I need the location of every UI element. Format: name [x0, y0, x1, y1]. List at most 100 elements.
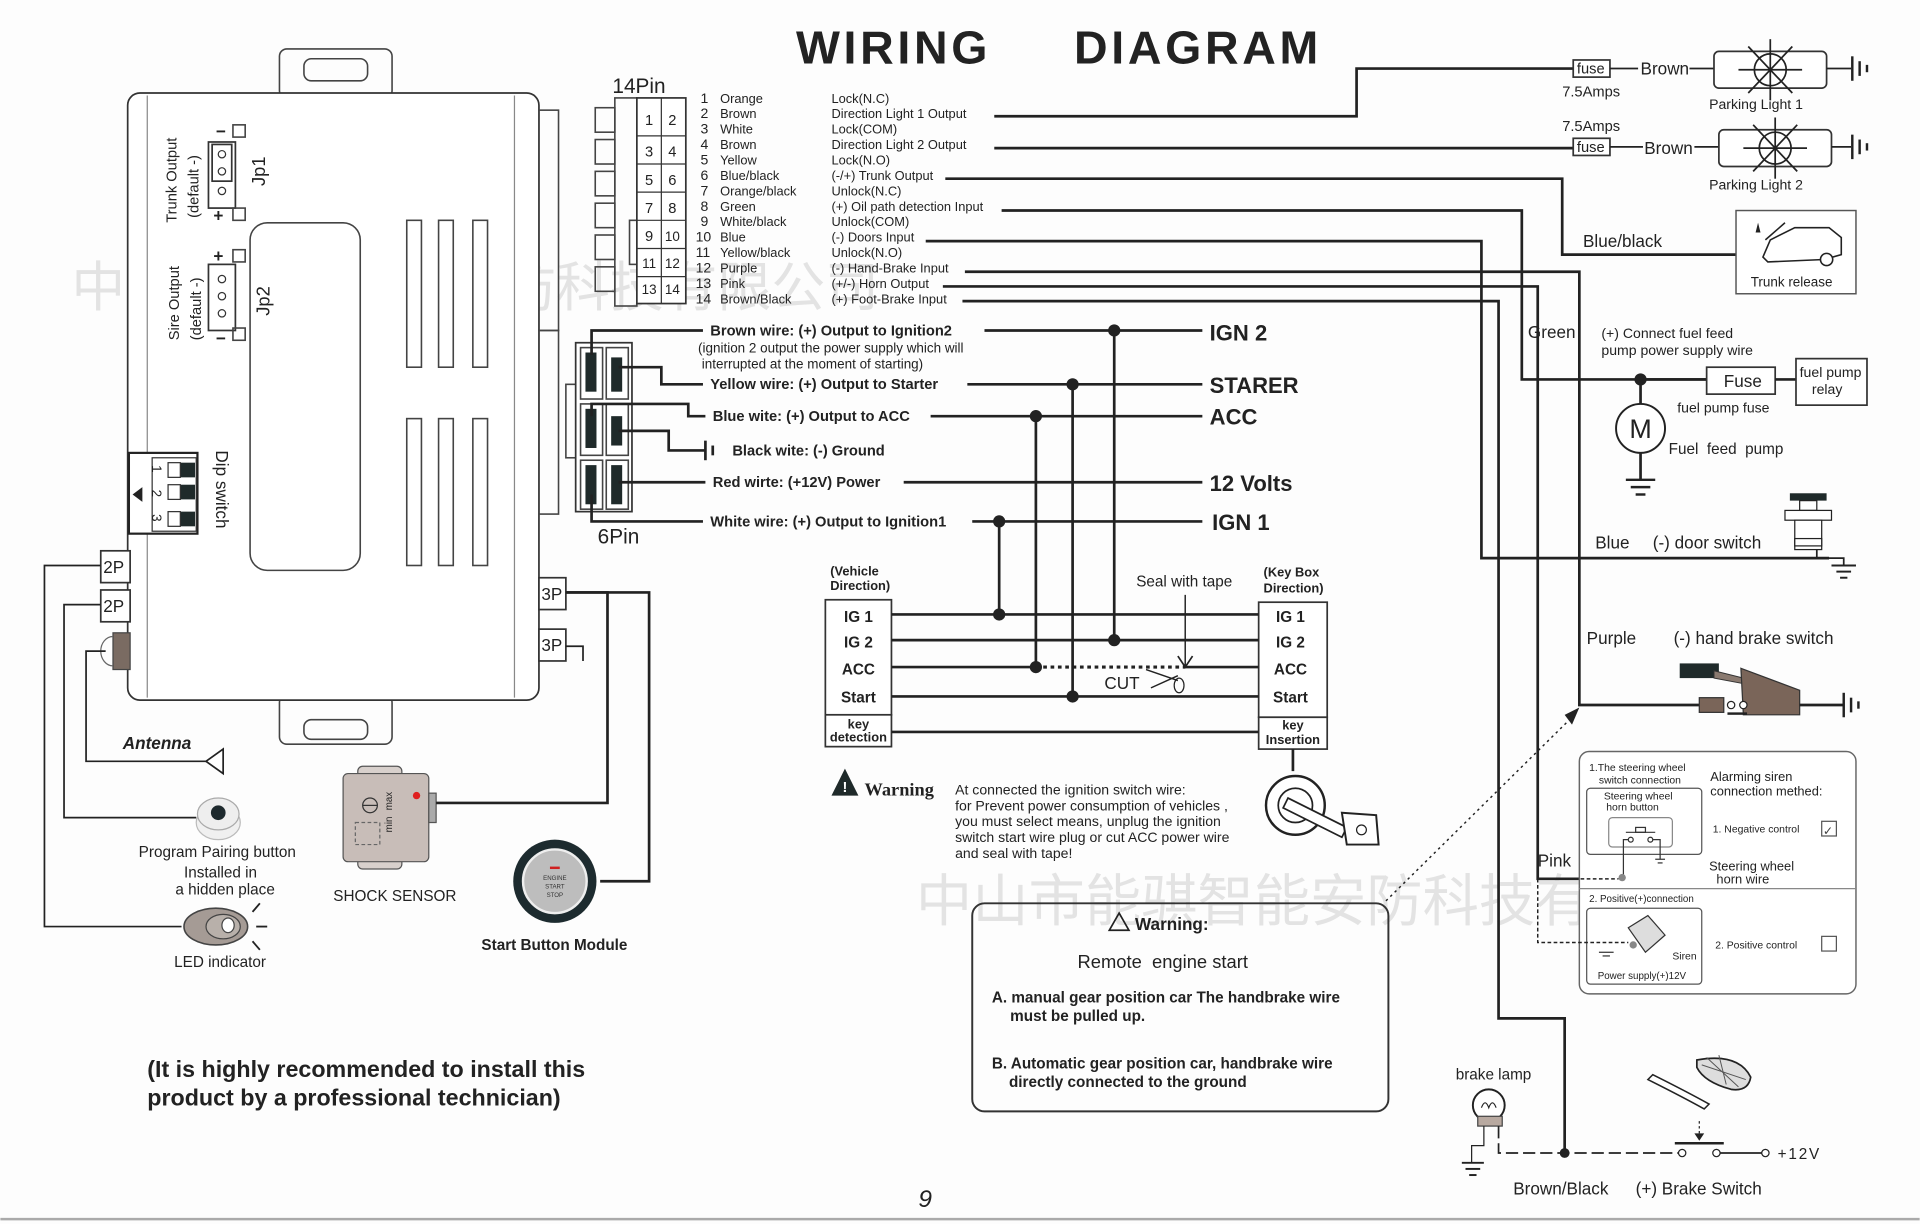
jumper-jp1[interactable]: Trunk Output (default -) − + Jp1 — [165, 121, 269, 225]
positive-control-checkbox[interactable] — [1821, 935, 1837, 952]
warning2-b1: B. Automatic gear position car, handbrak… — [992, 1056, 1333, 1073]
brake-plus12v: +12V — [1778, 1146, 1821, 1163]
pin-1-function: Lock(N.C) — [831, 91, 889, 106]
fuel-note2: pump power supply wire — [1601, 342, 1753, 358]
keybox-row-ig2: IG 2 — [1276, 634, 1305, 651]
target-acc: ACC — [1210, 405, 1258, 430]
pin-2-color: Brown — [720, 106, 756, 121]
port-2p-a[interactable] — [99, 549, 131, 584]
wire-yellow-label: Yellow wire: (+) Output to Starter — [710, 377, 938, 393]
parking-light-1-label: Parking Light 1 — [1709, 96, 1803, 112]
wire-yellow-starter — [618, 365, 703, 386]
key-detection-2: detection — [830, 730, 887, 745]
key-insertion-1: key — [1282, 718, 1304, 733]
remote-start-warning: Warning: Remote engine start A. manual g… — [971, 902, 1390, 1113]
pin-5-function: Lock(N.O) — [831, 153, 890, 168]
pin-grid-6: 6 — [668, 173, 676, 189]
port-3p-b[interactable] — [538, 628, 567, 662]
jp2-plus: + — [213, 246, 223, 266]
siren-connection-panel: 1.The steering wheel switch connection S… — [1578, 750, 1857, 995]
antenna-connector — [112, 632, 131, 671]
wire-start-button — [565, 591, 651, 883]
hand-brake-switch-icon — [1679, 663, 1801, 716]
pin-13-number: 13 — [696, 275, 712, 291]
wire-3p-b-stub — [565, 645, 584, 661]
start-button-label: Start Button Module — [481, 937, 627, 954]
pin-7-function: Unlock(N.C) — [831, 183, 901, 198]
parking1-wire-brown: Brown — [1641, 59, 1690, 79]
pin-6-function: (-/+) Trunk Output — [831, 168, 933, 183]
pin-10-number: 10 — [696, 229, 712, 245]
horn-wire-label2: horn wire — [1716, 872, 1769, 887]
pin-12-number: 12 — [696, 259, 712, 275]
brake-switch-label: (+) Brake Switch — [1636, 1179, 1762, 1199]
page-title: WIRING DIAGRAM — [796, 22, 1322, 74]
wire-black-label: Black wite: (-) Ground — [732, 443, 884, 459]
start-face-engine: ENGINE — [543, 875, 566, 882]
pin-14-color: Brown/Black — [720, 291, 792, 306]
negative-control-checkbox[interactable] — [1821, 820, 1837, 837]
warning1-line2: for Prevent power consumption of vehicle… — [955, 797, 1228, 813]
pin-12-function: (-) Hand-Brake Input — [831, 260, 948, 275]
program-pairing-button[interactable] — [195, 797, 241, 841]
pin-13-function: (+/-) Horn Output — [831, 276, 929, 291]
vehicle-row-ig2: IG 2 — [844, 634, 873, 651]
warning1-line1: At connected the ignition switch wire: — [955, 781, 1186, 797]
pin-grid-12: 12 — [665, 256, 680, 271]
brake-wire-label: Brown/Black — [1513, 1179, 1609, 1199]
jumper-jp2[interactable]: Sire Output (default -) + − Jp2 — [167, 246, 274, 348]
keybox-direction-1: (Key Box — [1264, 565, 1321, 580]
port-2p-b[interactable] — [99, 589, 131, 623]
fuse1-amps: 7.5Amps — [1562, 85, 1620, 101]
connector-6pin-label: 6Pin — [598, 525, 640, 548]
pin-13-color: Pink — [720, 276, 746, 291]
start-face-start: START — [545, 884, 565, 891]
fuel-fuse-label: Fuse — [1724, 371, 1762, 391]
recommendation-line2: product by a professional technician) — [147, 1084, 560, 1110]
wire-antenna — [85, 650, 207, 763]
antenna-label: Antenna — [122, 733, 192, 753]
program-button-label: Program Pairing button — [139, 844, 296, 861]
warning-triangle-icon — [1107, 911, 1131, 932]
vehicle-row-start: Start — [841, 690, 876, 707]
warning1-title: Warning — [865, 780, 934, 800]
jp2-caption2: (default -) — [189, 277, 205, 340]
warning1-line4: switch start wire plug or cut ACC power … — [955, 829, 1229, 845]
pin-9-color: White/black — [720, 214, 787, 229]
parking2-wire-brown: Brown — [1644, 138, 1693, 158]
siren-method-title2: connection methed: — [1710, 784, 1822, 799]
door-wire-blue: Blue — [1595, 532, 1629, 552]
jp1-plus: + — [213, 206, 223, 226]
pin-8-number: 8 — [701, 198, 709, 214]
wire-oil-path — [1001, 209, 1707, 381]
port-3p-a[interactable] — [538, 576, 567, 611]
horn-wire-pink: Pink — [1538, 851, 1572, 871]
pin-2-number: 2 — [701, 105, 709, 121]
start-button-module[interactable]: ENGINE START STOP — [513, 839, 597, 923]
target-ign1: IGN 1 — [1212, 510, 1270, 535]
relay-label2: relay — [1812, 381, 1842, 397]
ignition-key-icon — [1264, 774, 1380, 846]
siren-icon — [1627, 914, 1666, 954]
dip-pos-2: 2 — [149, 490, 164, 497]
motor-label: M — [1629, 414, 1651, 444]
wire-blue-label: Blue wite: (+) Output to ACC — [713, 409, 911, 425]
ign2-note-line1: (ignition 2 output the power supply whic… — [698, 341, 963, 356]
led-label: LED indicator — [174, 954, 266, 971]
jp1-caption2: (default -) — [187, 155, 203, 218]
target-ign2: IGN 2 — [1210, 320, 1268, 345]
pin-7-number: 7 — [701, 182, 709, 198]
relay-label1: fuel pump — [1800, 364, 1862, 380]
warning2-b2: directly connected to the ground — [1009, 1074, 1247, 1091]
pin-1-color: Orange — [720, 91, 763, 106]
siren-label: Siren — [1672, 952, 1696, 963]
wire-program-button — [63, 603, 197, 819]
shock-sensor[interactable]: max min — [342, 765, 437, 870]
pin-8-color: Green — [720, 199, 756, 214]
pin-10-color: Blue — [720, 230, 746, 245]
warning2-subtitle: Remote engine start — [1078, 951, 1248, 972]
brake-lamp-label: brake lamp — [1456, 1067, 1532, 1084]
dip-switch[interactable]: 1 2 3 Dip switch — [127, 450, 232, 535]
